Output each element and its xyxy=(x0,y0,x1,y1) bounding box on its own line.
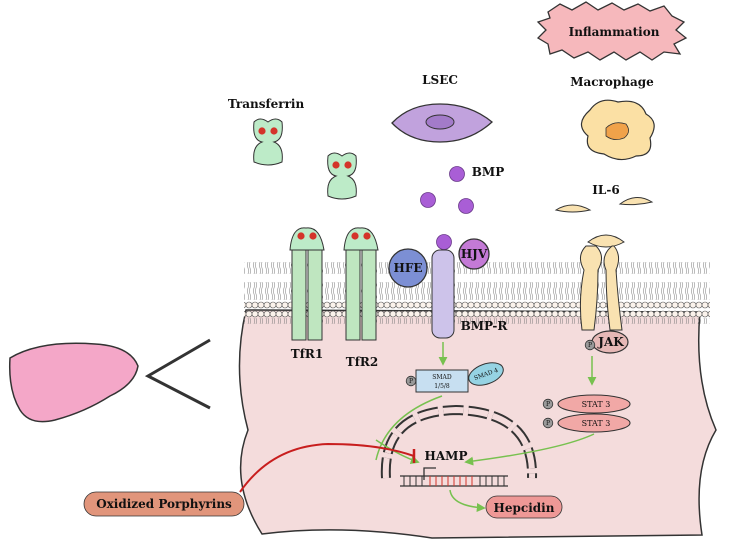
svg-text:P: P xyxy=(546,420,550,427)
macrophage-icon xyxy=(580,99,655,161)
inflammation-burst-icon xyxy=(536,1,688,61)
phosphate-icon xyxy=(584,339,596,351)
transferrin-label: Transferrin xyxy=(228,97,305,111)
lsec-label: LSEC xyxy=(422,73,458,87)
phosphate-icon xyxy=(542,417,554,429)
phosphate-icon xyxy=(542,398,554,410)
porphyrin-inhibition-line xyxy=(239,442,415,493)
svg-text:P: P xyxy=(546,401,550,408)
hjv-protein xyxy=(458,238,490,270)
jak-protein: JAK P xyxy=(584,330,629,354)
il6-label: IL-6 xyxy=(592,183,619,197)
smad-label: SMAD xyxy=(432,374,452,381)
hepcidin-badge xyxy=(485,495,563,519)
liver-icon xyxy=(8,342,139,423)
stat3-protein: STAT 3 P xyxy=(542,394,631,414)
macrophage-label: Macrophage xyxy=(570,75,654,89)
il6-receptor xyxy=(579,234,625,331)
svg-text:P: P xyxy=(588,342,592,349)
transcription-arrow xyxy=(449,489,486,513)
inflammation-label: Inflammation xyxy=(569,25,660,39)
svg-text:P: P xyxy=(409,378,413,385)
stat3-label: STAT 3 xyxy=(582,400,611,409)
hfe-label: HFE xyxy=(393,261,422,275)
bmp-receptor xyxy=(431,249,455,339)
il6-ligands xyxy=(554,197,654,213)
bmp-ligands xyxy=(420,166,474,250)
stat3-label: STAT 3 xyxy=(582,419,611,428)
phosphate-icon xyxy=(405,375,417,387)
hepcidin-label: Hepcidin xyxy=(494,501,555,515)
oxidized-porphyrins-label: Oxidized Porphyrins xyxy=(96,497,232,511)
oxidized-porphyrins-badge xyxy=(83,491,245,517)
lsec-cell-icon xyxy=(391,103,493,143)
hfe-protein xyxy=(388,248,428,288)
tfr1-label: TfR1 xyxy=(291,347,323,361)
tfr1-receptor xyxy=(289,227,325,341)
bmpr-label: BMP-R xyxy=(461,319,509,333)
stat3-protein: STAT 3 P xyxy=(542,413,631,433)
smad-sub-label: 1/5/8 xyxy=(434,383,450,390)
smad-complex: SMAD 1/5/8 P SMAD 4 xyxy=(405,362,504,393)
jak-label: JAK xyxy=(597,335,624,349)
tfr2-receptor xyxy=(343,227,379,341)
hamp-label: HAMP xyxy=(425,449,468,463)
hjv-label: HJV xyxy=(461,247,488,261)
tfr2-label: TfR2 xyxy=(346,355,378,369)
bmp-label: BMP xyxy=(472,165,504,179)
transferrin-molecule xyxy=(253,118,283,166)
smad4-protein xyxy=(468,362,504,386)
stat3-hamp-arrow xyxy=(464,433,595,466)
chevron-icon xyxy=(144,338,211,410)
hepatocyte-cell xyxy=(238,309,717,539)
smad-hamp-arrow xyxy=(375,395,443,461)
hamp-gene-dna xyxy=(400,475,508,487)
transferrin-molecule xyxy=(327,152,357,200)
